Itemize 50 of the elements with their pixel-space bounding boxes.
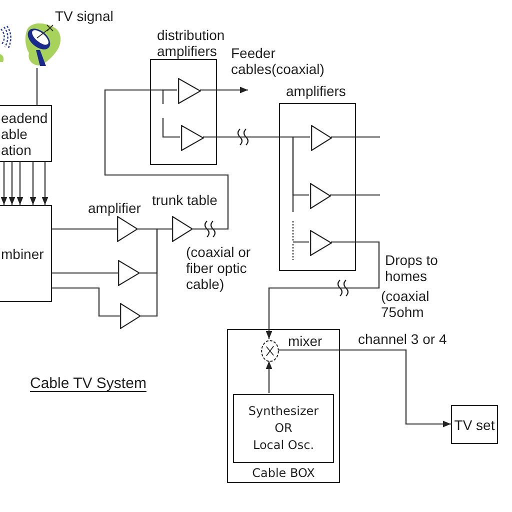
amplifier-symbol [120, 303, 141, 329]
tv-set-box [451, 405, 498, 444]
annotation-text: (coaxial or fiber optic cable) [186, 244, 252, 292]
cable-box-frame [227, 329, 340, 483]
amplifier-symbol [310, 230, 332, 256]
mixer-symbol [261, 340, 279, 362]
connector-line [141, 228, 172, 317]
amplifier-symbol [181, 125, 204, 151]
amplifier-symbol [117, 216, 138, 242]
node-caption: TV signal [55, 8, 114, 24]
annotation-text: (coaxial 75ohm [381, 288, 430, 320]
node-label: eadend able ation [1, 110, 49, 158]
arrow [266, 241, 380, 339]
amplifier-symbol [172, 216, 193, 242]
diagram-title: Cable TV System [30, 375, 146, 392]
amplifier-symbol [311, 125, 332, 151]
arrow [278, 349, 451, 428]
arrow [200, 86, 248, 94]
node-caption: trunk table [152, 192, 218, 208]
node-label: mbiner [1, 246, 44, 262]
connector-line [292, 137, 309, 243]
amplifier-symbol [178, 78, 201, 104]
amplifier-symbol [310, 183, 331, 209]
connector-line [52, 287, 120, 317]
arrow [266, 361, 272, 393]
node-caption: amplifier [88, 200, 141, 216]
node-caption: mixer [288, 333, 322, 349]
node-label: Synthesizer [248, 403, 319, 420]
arrow [0, 162, 8, 205]
box-heading: distribution amplifiers [157, 27, 226, 59]
connector-line [163, 89, 177, 91]
combiner-box [0, 205, 52, 302]
connector-line [52, 228, 117, 230]
node-label: Local Osc. [252, 437, 314, 454]
arrow [30, 162, 36, 205]
box-heading: amplifiers [286, 83, 346, 99]
annotation-text: Drops to homes [385, 252, 439, 284]
oscillator-box [233, 394, 334, 463]
arrow [16, 162, 24, 205]
amplifier-symbol [118, 260, 140, 286]
connector-line [331, 136, 380, 138]
node-label: Cable BOX [252, 466, 315, 481]
connector-line [52, 272, 118, 274]
node-label: OR [274, 420, 292, 437]
edge-label: channel 3 or 4 [358, 331, 447, 347]
arrow [42, 162, 48, 205]
node-label: TV set [454, 416, 495, 432]
connector-line [36, 68, 38, 105]
connector-line [330, 194, 380, 196]
arrow [8, 162, 16, 205]
